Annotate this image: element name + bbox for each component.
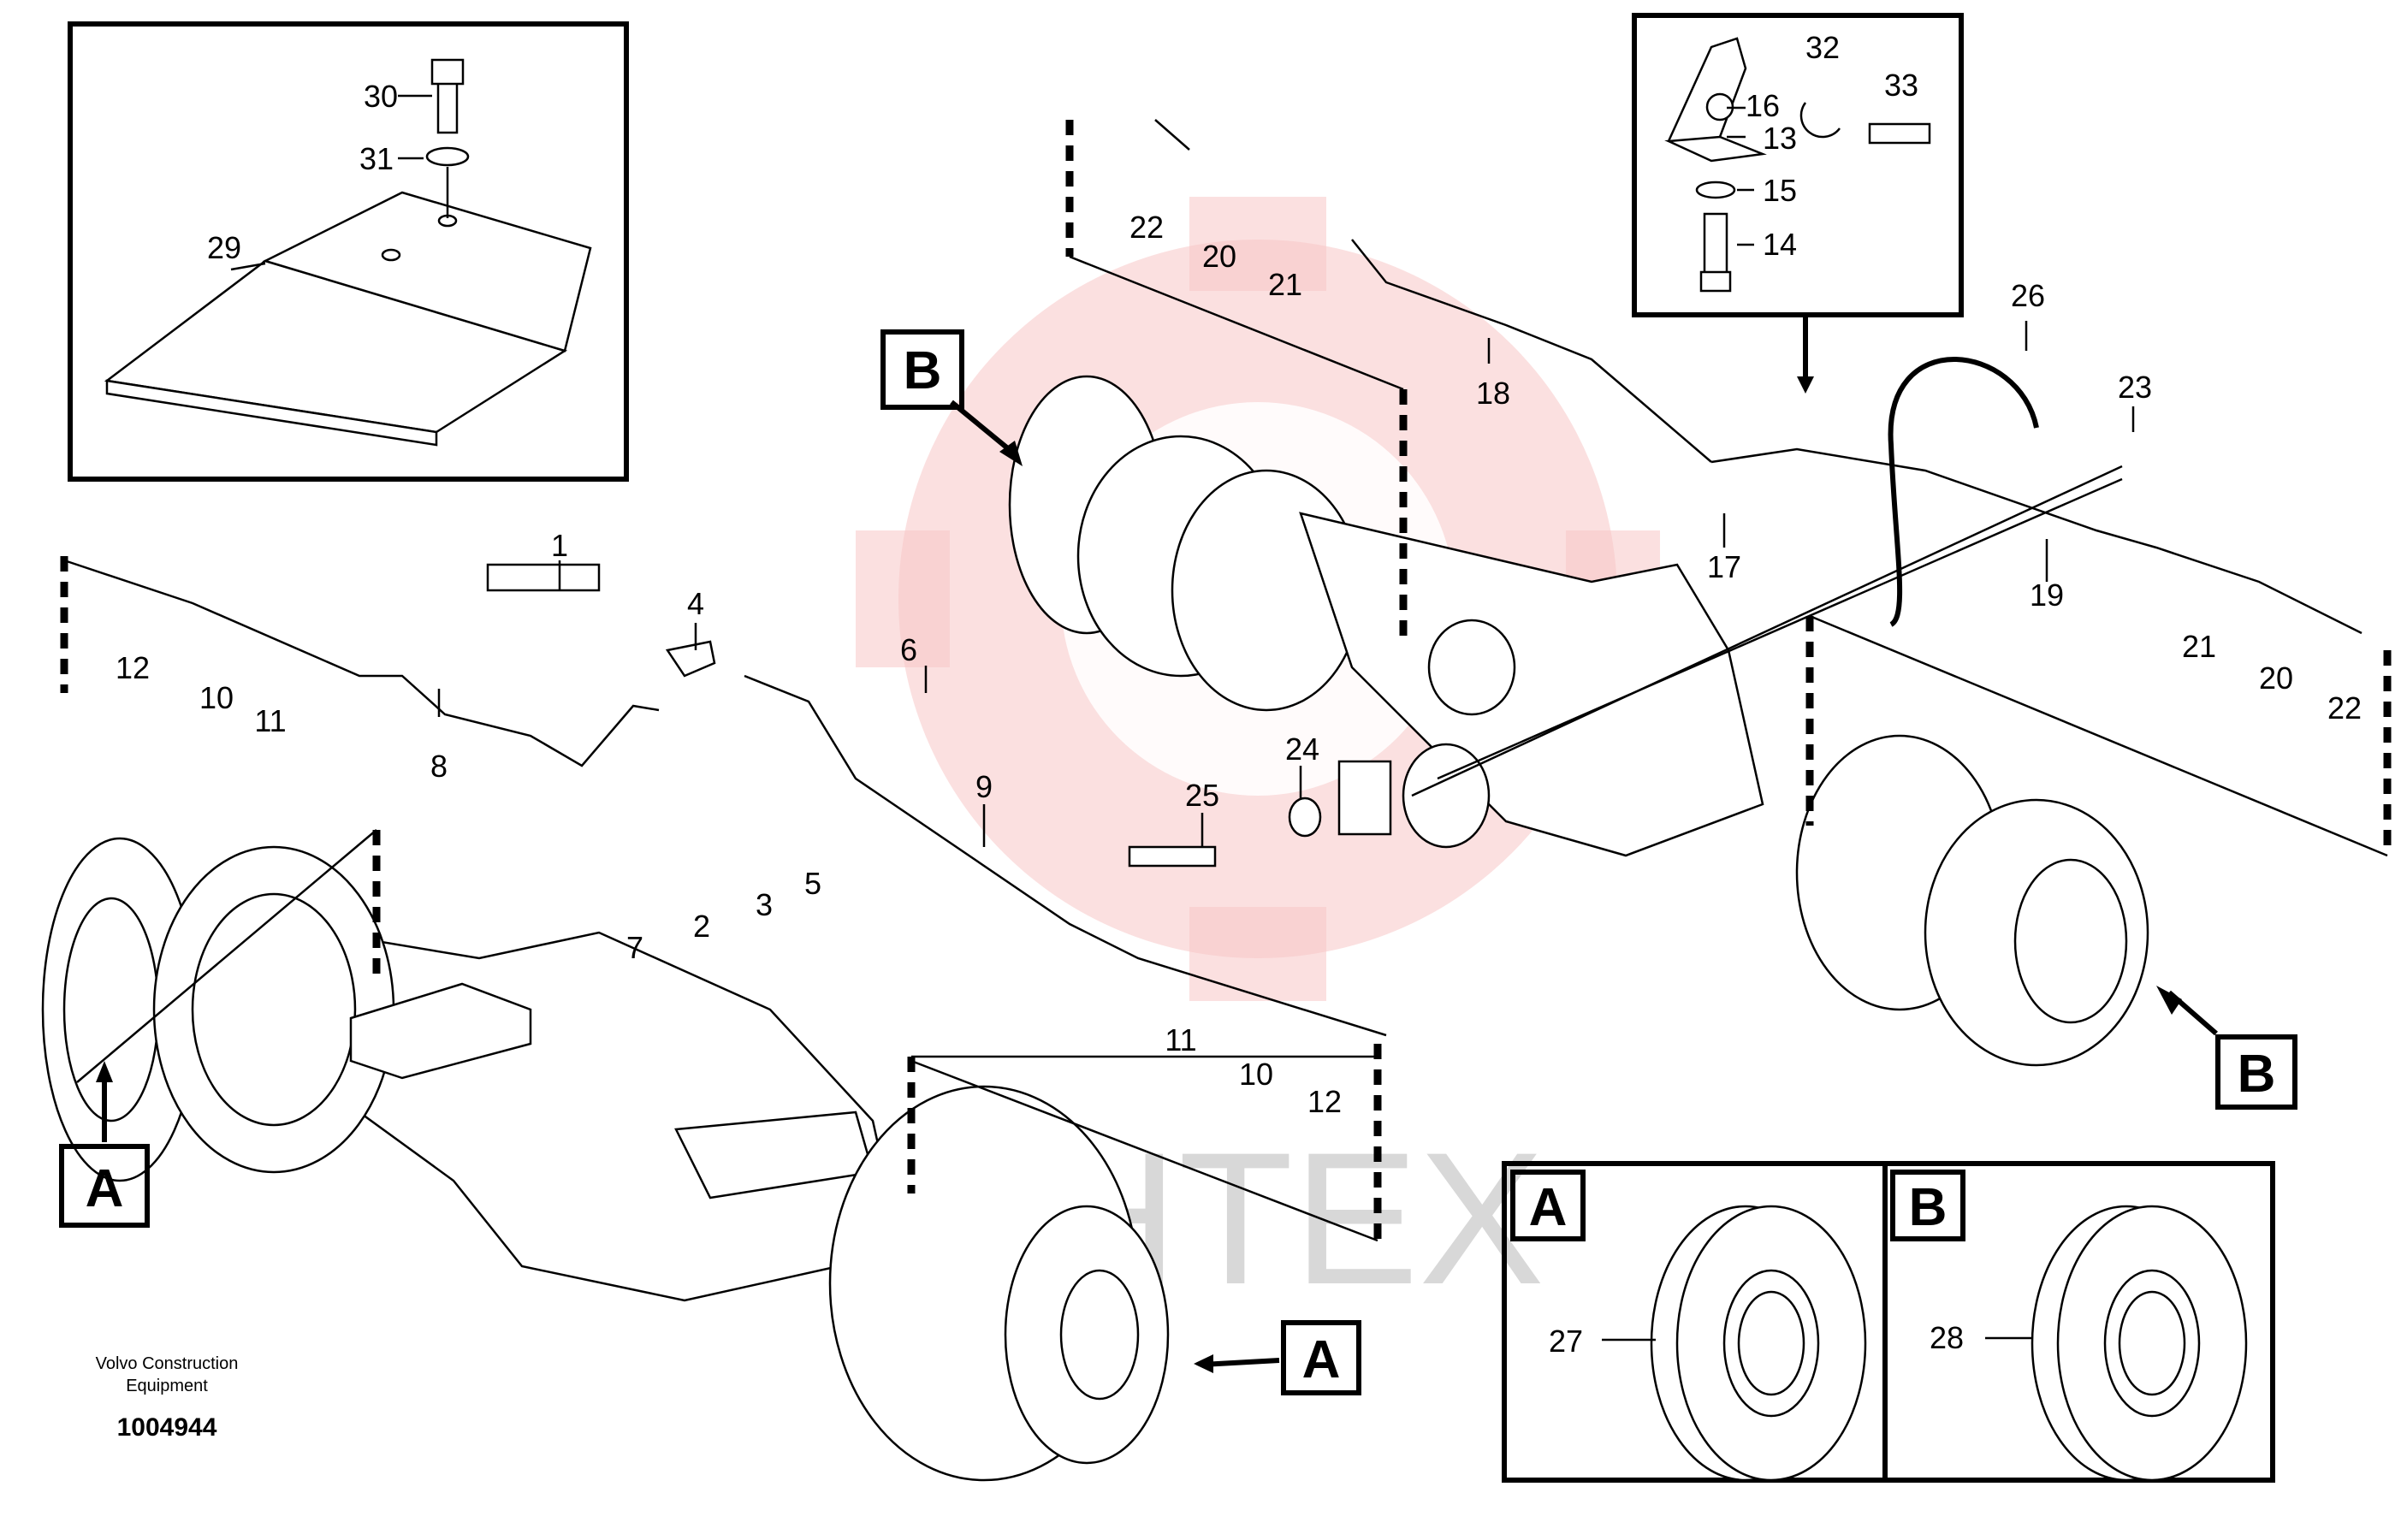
credit-line-1: Volvo Construction <box>96 1354 239 1373</box>
inset-clamp-box <box>1632 13 1964 394</box>
callout-4: 4 <box>687 586 704 621</box>
callout-27: 27 <box>1549 1324 1583 1359</box>
callout-28: 28 <box>1930 1320 1964 1355</box>
view-label-a-bottom: A <box>1302 1330 1341 1389</box>
callout-26: 26 <box>2011 278 2045 313</box>
callout-24: 24 <box>1285 732 1319 767</box>
callout-9: 9 <box>975 769 993 804</box>
hose-lines <box>60 119 2363 1037</box>
callout-16: 16 <box>1746 88 1780 123</box>
callout-30: 30 <box>364 79 398 114</box>
callout-11b: 11 <box>1165 1022 1196 1057</box>
callout-15: 15 <box>1763 173 1797 208</box>
callout-6: 6 <box>900 632 917 667</box>
hose-1 <box>486 563 601 592</box>
pipe-25 <box>1128 845 1217 868</box>
callout-11a: 11 <box>254 703 286 738</box>
view-label-a-left: A <box>86 1159 124 1218</box>
bolt-30 <box>436 80 459 134</box>
callout-12a: 12 <box>116 650 150 685</box>
callout-21a: 21 <box>1268 267 1302 302</box>
callout-1: 1 <box>551 528 568 563</box>
credit-block: Volvo Construction Equipment 1004944 <box>96 1354 239 1442</box>
view-letter-labels: B B A A A B <box>86 341 2276 1389</box>
inset-bracket-box <box>68 21 629 482</box>
leader-lines <box>437 321 2135 847</box>
callout-22b: 22 <box>2327 690 2362 726</box>
washer-31 <box>425 146 470 167</box>
callout-12b: 12 <box>1307 1084 1342 1119</box>
drawing-number: 1004944 <box>117 1413 217 1442</box>
view-label-b-right: B <box>2238 1045 2276 1104</box>
callout-labels: 1 2 3 4 5 6 7 8 9 10 10 11 11 12 12 13 1… <box>116 30 2362 1359</box>
callout-10a: 10 <box>199 680 234 715</box>
callout-29: 29 <box>207 230 241 265</box>
callout-25: 25 <box>1185 778 1219 813</box>
callout-5: 5 <box>804 866 821 901</box>
callout-20b: 20 <box>2259 660 2293 696</box>
callout-2: 2 <box>693 909 710 944</box>
callout-8: 8 <box>430 749 448 784</box>
callout-14: 14 <box>1763 227 1797 262</box>
callout-20a: 20 <box>1202 239 1236 274</box>
callout-3: 3 <box>756 887 773 922</box>
lower-axle <box>41 829 1382 1482</box>
inset-disc-box <box>1502 1161 2275 1483</box>
callout-13: 13 <box>1763 121 1797 156</box>
callout-19: 19 <box>2030 578 2064 613</box>
callout-23: 23 <box>2118 370 2152 405</box>
callout-7: 7 <box>626 930 643 965</box>
callout-10b: 10 <box>1239 1057 1273 1092</box>
view-label-b-inset: B <box>1909 1178 1948 1237</box>
credit-line-2: Equipment <box>126 1377 208 1395</box>
callout-31: 31 <box>359 141 394 176</box>
view-label-a-inset: A <box>1529 1178 1568 1237</box>
callout-32: 32 <box>1805 30 1840 65</box>
view-label-b-upper: B <box>904 341 942 400</box>
callout-17: 17 <box>1707 549 1741 584</box>
upper-axle <box>880 120 2392 1110</box>
callout-21b: 21 <box>2182 629 2216 664</box>
callout-22a: 22 <box>1129 210 1164 245</box>
washer-24 <box>1288 797 1322 838</box>
callout-18: 18 <box>1476 376 1510 411</box>
callout-33: 33 <box>1884 68 1918 103</box>
